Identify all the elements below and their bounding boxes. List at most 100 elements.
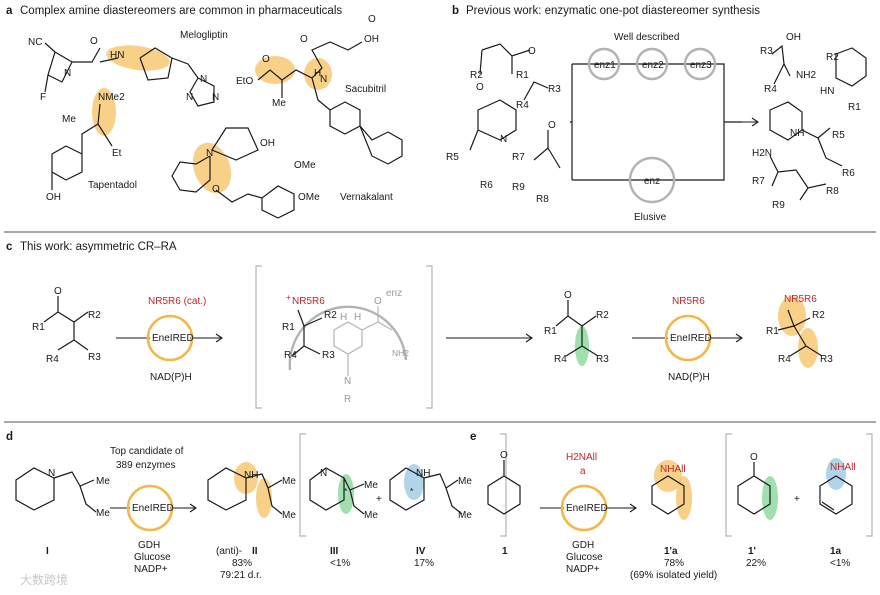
sacubitril-eto: EtO [236, 76, 253, 87]
melogliptin-f-label: F [40, 92, 46, 103]
compound-I-label: I [46, 546, 49, 557]
compound-1-label: 1 [502, 546, 508, 557]
watermark: 大数跨境 [20, 572, 68, 587]
compound-III-me2: Me [364, 510, 378, 521]
compound-1a-yield: <1% [830, 558, 850, 569]
compound-II-dr: 79:21 d.r. [220, 570, 262, 581]
panel-e-cond-2: Glucose [566, 552, 603, 563]
enone-o: O [548, 120, 556, 131]
sacubitril-biphenyl [330, 102, 402, 164]
mech-h2: H [354, 312, 361, 323]
amine-product-highlight-2 [798, 328, 818, 368]
tapentadol-phenol [52, 146, 82, 190]
panel-d-plus: + [376, 494, 382, 505]
step2: NR5R6 EneIRED NAD(P)H [632, 296, 742, 383]
panel-d-enelred: EneIRED [132, 503, 174, 514]
compound-1pa-note: (69% isolated yield) [630, 570, 717, 581]
alkene [524, 82, 548, 100]
compound-III-me1: Me [364, 480, 378, 491]
compound-III-n: N [320, 468, 327, 479]
step1: NR5R6 (cat.) EneIRED NAD(P)H [116, 296, 222, 383]
mech-o: O [374, 296, 382, 307]
sacubitril-n: N [320, 74, 327, 85]
kt-r2: R2 [596, 310, 609, 321]
enz-elusive-label: enz [644, 176, 660, 187]
panel-e-plus: + [794, 494, 800, 505]
melogliptin-hn-label: HN [110, 50, 124, 61]
prod1-nh2: NH2 [796, 70, 816, 81]
melogliptin-n2: N [186, 92, 193, 103]
melogliptin-f-bond [45, 75, 48, 92]
prod4-r9: R9 [772, 200, 785, 211]
mech-nh2: NH2 [392, 348, 409, 358]
sacubitril-name: Sacubitril [345, 84, 386, 95]
prod4-r8: R8 [826, 186, 839, 197]
sacubitril-highlight-ester [255, 56, 295, 84]
elusive-label: Elusive [634, 212, 667, 223]
panel-e-step: H2NAll a EneIRED GDH Glucose NADP+ [540, 452, 636, 575]
compound-III-label: III [330, 546, 339, 557]
tapentadol-et: Et [112, 148, 122, 159]
kt-r3: R3 [596, 354, 609, 365]
panel-b: b Previous work: enzymatic one-pot diast… [446, 5, 866, 223]
mech-h1: H [340, 312, 347, 323]
mechanism-out-arrow [446, 334, 532, 342]
mechanism-enz-label: enz [386, 288, 402, 299]
enone-r8: R8 [536, 194, 549, 205]
step2-enelred: EneIRED [670, 333, 712, 344]
diketone-o1: O [528, 46, 536, 57]
ap-r1: R1 [766, 326, 779, 337]
melogliptin-n1: N [200, 74, 207, 85]
step1-enelred: EneIRED [152, 333, 194, 344]
vernakalant-ome1: OMe [294, 160, 316, 171]
vernakalant-o: O [212, 184, 220, 195]
compound-I-me2: Me [96, 508, 110, 519]
melogliptin-n-label: N [64, 68, 71, 79]
ap-amine: NR5R6 [784, 294, 817, 305]
vernakalant-linker [216, 186, 294, 218]
tapentadol-me: Me [62, 114, 76, 125]
diketone-r2: R2 [470, 70, 483, 81]
panel-a-title: Complex amine diastereomers are common i… [20, 5, 342, 17]
compound-1: O 1 [488, 450, 520, 557]
compound-II: NH Me Me (anti)- II 83% 79:21 d.r. [208, 462, 296, 581]
kt-r1: R1 [544, 326, 557, 337]
compound-III-bonds [310, 468, 364, 514]
prod3-r6: R6 [842, 168, 855, 179]
compound-II-me1: Me [282, 476, 296, 487]
imine-n: N [500, 134, 507, 145]
tapentadol-oh: OH [46, 192, 61, 203]
sacubitril-oh: OH [364, 34, 379, 45]
compound-I-me1: Me [96, 476, 110, 487]
compound-II-nh: NH [244, 470, 258, 481]
compound-IV-nh: NH [416, 468, 430, 479]
enz2-label: enz2 [642, 60, 664, 71]
sacubitril-o2: O [300, 34, 308, 45]
compound-1-bonds [488, 460, 520, 514]
compound-1p: O 1' 22% [738, 452, 778, 569]
sacubitril-o1: O [262, 54, 270, 65]
ap-r2: R2 [812, 310, 825, 321]
panel-d-letter: d [6, 431, 13, 443]
compound-1a-nhall: NHAll [830, 462, 856, 473]
enone-substrate: O R1 R2 R4 R3 [32, 286, 101, 365]
panel-d-cond-3: NADP+ [134, 564, 168, 575]
mech-r: R [344, 394, 351, 405]
compound-III-yield: <1% [330, 558, 350, 569]
panel-d-cond-2: Glucose [134, 552, 171, 563]
ap-r3: R3 [820, 354, 833, 365]
imine-ring [470, 100, 516, 150]
panel-e-enelred: EneIRED [566, 503, 608, 514]
prod2-r2: R2 [826, 52, 839, 63]
panel-c: c This work: asymmetric CR–RA O R1 R2 R4… [6, 241, 833, 408]
mech-r3: R3 [322, 350, 335, 361]
melogliptin-structure: NC N O F HN N N N Melogliptin [28, 30, 228, 106]
mech-n: N [344, 376, 351, 387]
panel-e-amine-letter: a [580, 466, 586, 477]
mechanism-plus: + [286, 292, 291, 302]
tapentadol-nme2: NMe2 [98, 92, 125, 103]
mech-r4: R4 [284, 350, 297, 361]
step2-cofactor: NAD(P)H [668, 372, 710, 383]
panel-e: e O 1 H2NAll a EneIRED GDH Glucose NADP+… [470, 431, 872, 581]
amine-product: NR5R6 R1 R2 R4 R3 [766, 294, 833, 368]
